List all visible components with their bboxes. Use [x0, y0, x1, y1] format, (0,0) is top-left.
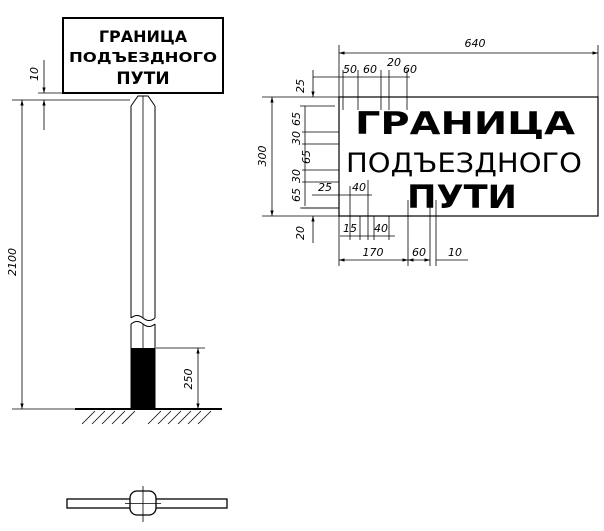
dim-top-50: 50	[343, 63, 357, 76]
dim-mid-40: 40	[352, 181, 366, 194]
dim-gap2: 30	[290, 169, 303, 183]
sign-large-line3: ПУТИ	[407, 178, 517, 216]
sign-large-line1: ГРАНИЦА	[355, 106, 575, 142]
dim-bot-60: 60	[412, 246, 426, 259]
dim-top-60a: 60	[363, 63, 377, 76]
sign-small-line3: ПУТИ	[116, 69, 169, 89]
post-elevation-view: ГРАНИЦА ПОДЪЕЗДНОГО ПУТИ	[6, 17, 224, 425]
dim-bot-170: 170	[363, 246, 384, 259]
dim-top-20: 20	[387, 56, 401, 69]
sign-detail-view: ГРАНИЦА ПОДЪЕЗДНОГО ПУТИ 640 50 60 20 60…	[256, 37, 599, 266]
dim-row2: 65	[300, 150, 313, 164]
post-black-base	[131, 348, 155, 408]
dim-bot-40: 40	[374, 222, 388, 235]
sign-large-line2: ПОДЪЕЗДНОГО	[346, 148, 582, 179]
plan-view	[66, 486, 228, 522]
dim-row3: 65	[290, 188, 303, 202]
dim-top-60b: 60	[403, 63, 417, 76]
dim-sign-width: 640	[465, 37, 486, 50]
dim-bot-10: 10	[448, 246, 462, 259]
dim-top-margin: 25	[294, 79, 307, 93]
ground-hatching	[81, 410, 212, 425]
sign-small-line2: ПОДЪЕЗДНОГО	[69, 51, 217, 66]
dim-post-height: 2100	[6, 248, 19, 276]
dim-sign-height: 300	[256, 146, 269, 167]
sign-board-small	[62, 17, 224, 94]
dim-gap: 10	[28, 67, 41, 81]
dim-gap1: 30	[290, 131, 303, 145]
dim-row1: 65	[290, 112, 303, 126]
sign-small-line1: ГРАНИЦА	[99, 27, 188, 46]
dim-bottom-margin: 20	[294, 226, 307, 240]
break-mark-top	[130, 315, 156, 321]
dim-base-black: 250	[182, 369, 195, 390]
dim-bot-15: 15	[343, 222, 357, 235]
sign-board-large	[338, 96, 599, 217]
dim-mid-25: 25	[318, 181, 332, 194]
